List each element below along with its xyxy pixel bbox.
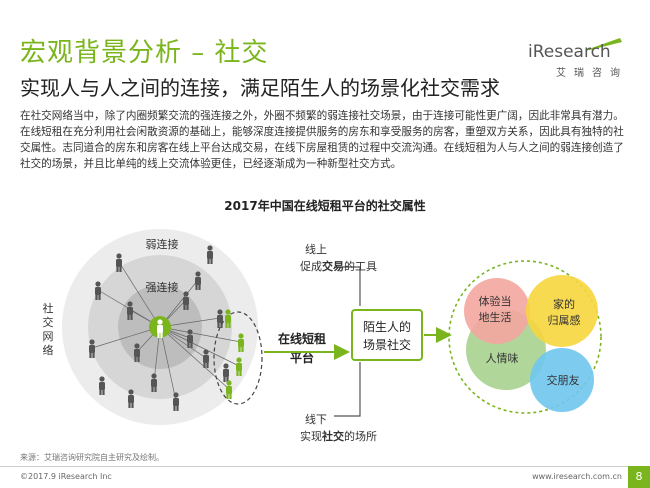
online-label-line2: 促成交易的工具 — [300, 259, 377, 273]
venn-label-local-life-1: 体验当 — [479, 294, 512, 308]
venn-outer-dashed-circle — [448, 260, 602, 414]
venn-label-local-life-2: 地生活 — [479, 310, 512, 324]
diagram-title: 2017年中国在线短租平台的社交属性 — [224, 199, 426, 213]
page-subtitle: 实现人与人之间的连接，满足陌生人的场景化社交需求 — [20, 76, 500, 100]
network-label: 社 交 网 络 — [43, 301, 54, 357]
scene-social-box — [351, 309, 423, 361]
footer-divider — [0, 466, 650, 467]
venn-label-belonging-2: 归属感 — [548, 313, 581, 327]
platform-label-line2: 平台 — [290, 350, 314, 365]
weak-tie-label: 弱连接 — [146, 238, 179, 251]
logo-swoosh-icon — [586, 38, 622, 50]
online-label-post: 的工具 — [344, 259, 377, 273]
offline-label-bold: 社交 — [321, 429, 344, 443]
network-label-char: 交 — [43, 315, 54, 329]
network-label-char: 网 — [43, 330, 54, 343]
logo-brand: iResearch — [528, 42, 611, 62]
iresearch-logo: iResearch 艾瑞咨询 — [528, 34, 624, 79]
section-title: 宏观背景分析 – 社交 — [20, 38, 269, 68]
offline-label-pre: 实现 — [300, 429, 322, 443]
network-label-char: 社 — [43, 301, 54, 315]
venn-circle-local-life — [464, 278, 530, 344]
logo-brand-cn: 艾瑞咨询 — [556, 68, 628, 79]
website-link[interactable]: www.iresearch.com.cn — [532, 472, 622, 481]
online-offline-bracket — [334, 266, 361, 417]
intro-paragraph: 在社交网络当中，除了内圈频繁交流的强连接之外，外圈不频繁的弱连接社交场景，由于连… — [20, 110, 624, 170]
source-note: 来源：艾瑞咨询研究院自主研究及绘制。 — [20, 453, 164, 462]
offline-label-line1: 线下 — [305, 412, 327, 426]
online-label-pre: 促成 — [300, 259, 322, 273]
network-label-char: 络 — [43, 343, 54, 357]
venn-circles — [464, 275, 598, 412]
platform-label-line1: 在线短租 — [278, 331, 326, 346]
venn-circle-belonging — [526, 275, 598, 347]
online-label-line1: 线上 — [305, 242, 327, 256]
weak-tie-highlight — [213, 311, 263, 405]
venn-label-human-touch: 人情味 — [486, 352, 519, 365]
scene-social-line2: 场景社交 — [363, 337, 411, 352]
copyright: ©2017.9 iResearch Inc — [20, 472, 112, 481]
offline-label-post: 的场所 — [344, 429, 377, 443]
page-number: 8 — [628, 466, 650, 488]
strong-tie-label: 强连接 — [146, 281, 179, 294]
venn-label-belonging-1: 家的 — [553, 297, 575, 311]
venn-label-friends: 交朋友 — [547, 373, 580, 387]
scene-social-line1: 陌生人的 — [363, 319, 411, 334]
offline-label-line2: 实现社交的场所 — [300, 429, 377, 443]
online-label-bold: 交易 — [322, 259, 344, 273]
venn-circle-friends — [530, 348, 594, 412]
